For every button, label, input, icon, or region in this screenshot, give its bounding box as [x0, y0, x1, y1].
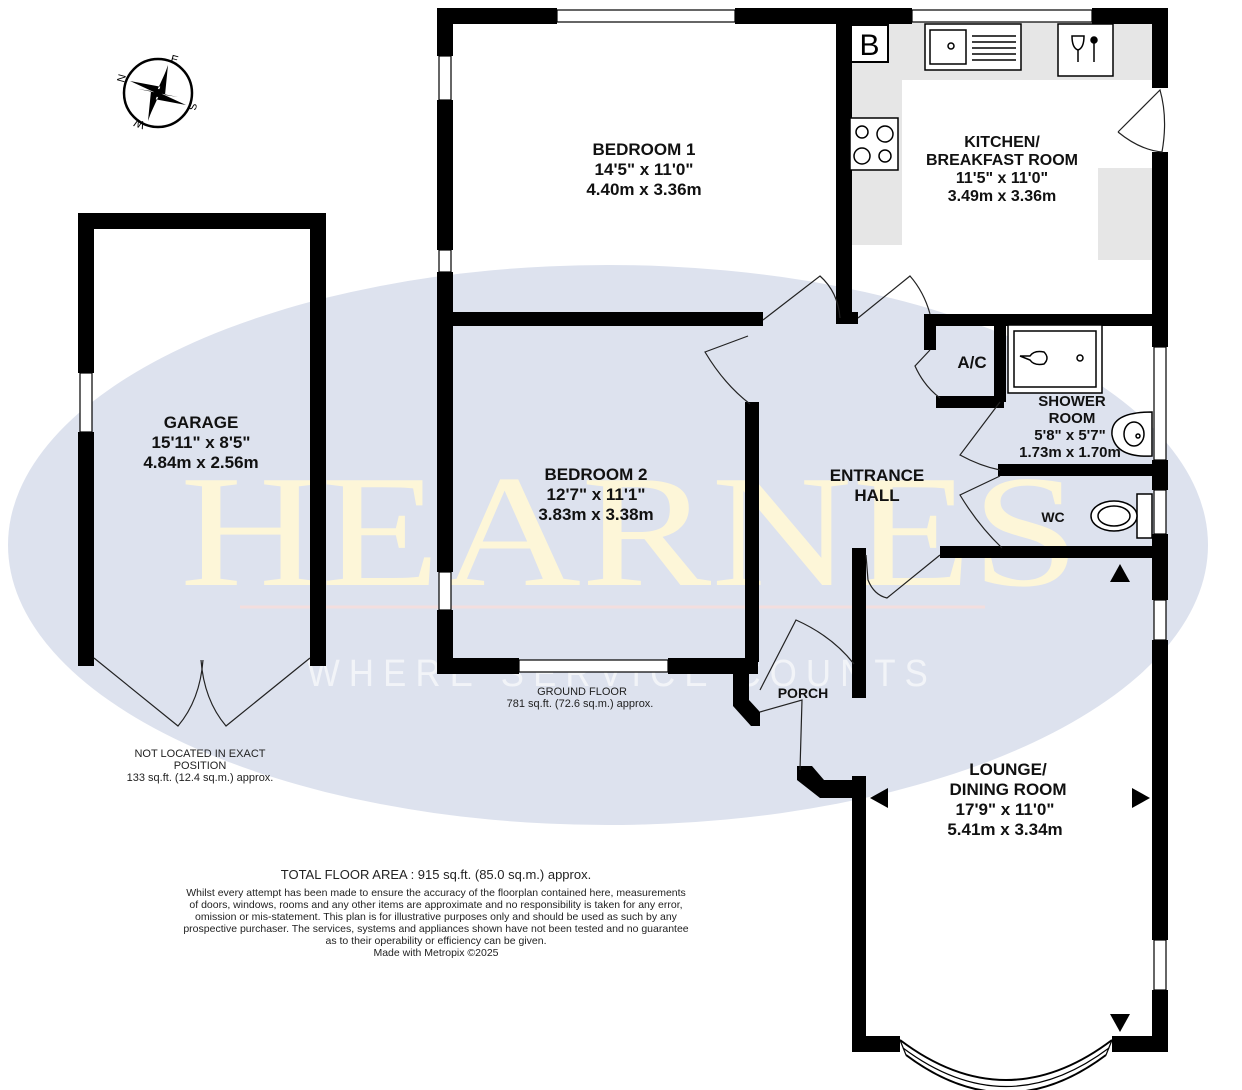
arrow-up-icon: [1110, 564, 1130, 582]
garage-note-line2: POSITION: [174, 760, 227, 772]
basin-icon: [1111, 411, 1153, 457]
room-name: BEDROOM 1: [593, 140, 696, 159]
shower-tray-icon: [1007, 324, 1103, 394]
arrow-right-icon: [1132, 788, 1150, 808]
room-size-imperial: 15'11" x 8'5": [152, 433, 251, 452]
room-name: A/C: [957, 353, 986, 372]
walls: [78, 8, 1168, 1052]
sink-icon: [924, 23, 1022, 71]
arrow-down-icon: [1110, 1014, 1130, 1032]
room-name: WC: [1041, 509, 1064, 525]
boiler-label: B: [859, 29, 879, 62]
room-shower: SHOWER ROOM 5'8" x 5'7" 1.73m x 1.70m: [1019, 393, 1121, 461]
disclaimer-line: prospective purchaser. The services, sys…: [183, 923, 688, 935]
dishwasher-icon: [1057, 23, 1114, 77]
room-ac: A/C: [957, 353, 986, 372]
watermark: HEARNES WHERE SERVICE COUNTS: [8, 265, 1208, 825]
room-wc: WC: [1041, 509, 1064, 525]
compass-s: S: [185, 101, 198, 111]
room-name: ROOM: [1049, 410, 1096, 427]
direction-arrows: [870, 564, 1150, 1032]
arrow-left-icon: [870, 788, 888, 808]
room-size-metric: 1.73m x 1.70m: [1019, 444, 1121, 461]
room-name: LOUNGE/: [969, 760, 1047, 779]
room-name: ENTRANCE: [830, 466, 924, 485]
room-size-imperial: 14'5" x 11'0": [595, 160, 694, 179]
compass-e: E: [169, 53, 179, 66]
door-swings: [93, 88, 1166, 771]
room-name: BEDROOM 2: [545, 465, 648, 484]
room-garage: GARAGE 15'11" x 8'5" 4.84m x 2.56m: [143, 413, 258, 472]
room-bedroom-1: BEDROOM 1 14'5" x 11'0" 4.40m x 3.36m: [586, 140, 701, 199]
room-name: PORCH: [778, 685, 829, 701]
room-size-metric: 4.84m x 2.56m: [143, 453, 258, 472]
room-name: GARAGE: [164, 413, 239, 432]
compass-n: N: [115, 73, 129, 84]
garage-note: NOT LOCATED IN EXACT POSITION 133 sq.ft.…: [127, 748, 274, 784]
disclaimer-line: omission or mis-statement. This plan is …: [195, 911, 678, 923]
room-size-metric: 3.49m x 3.36m: [948, 188, 1057, 205]
disclaimer-line: of doors, windows, rooms and any other i…: [189, 899, 682, 911]
room-name: KITCHEN/: [964, 134, 1040, 151]
room-size-imperial: 11'5" x 11'0": [956, 170, 1048, 187]
ground-floor-note: GROUND FLOOR 781 sq.ft. (72.6 sq.m.) app…: [507, 686, 654, 710]
watermark-oval: [8, 265, 1208, 825]
watermark-brand: HEARNES: [180, 442, 1080, 620]
room-size-metric: 4.40m x 3.36m: [586, 180, 701, 199]
disclaimer-line: Whilst every attempt has been made to en…: [186, 887, 686, 899]
room-bedroom-2: BEDROOM 2 12'7" x 11'1" 3.83m x 3.38m: [538, 465, 653, 524]
footer-notes: TOTAL FLOOR AREA : 915 sq.ft. (85.0 sq.m…: [183, 867, 688, 959]
room-name: HALL: [854, 486, 899, 505]
ground-floor-title: GROUND FLOOR: [537, 686, 627, 698]
room-name: DINING ROOM: [949, 780, 1066, 799]
boiler: B: [850, 24, 889, 63]
windows: [79, 9, 1167, 1090]
ground-floor-area: 781 sq.ft. (72.6 sq.m.) approx.: [507, 698, 654, 710]
room-name: BREAKFAST ROOM: [926, 152, 1078, 169]
room-entrance-hall: ENTRANCE HALL: [830, 466, 924, 505]
room-lounge: LOUNGE/ DINING ROOM 17'9" x 11'0" 5.41m …: [947, 760, 1066, 839]
garage-note-area: 133 sq.ft. (12.4 sq.m.) approx.: [127, 772, 274, 784]
room-size-metric: 5.41m x 3.34m: [947, 820, 1062, 839]
compass-icon: N E S W: [115, 53, 198, 130]
room-porch: PORCH: [778, 685, 829, 701]
room-size-metric: 3.83m x 3.38m: [538, 505, 653, 524]
room-name: SHOWER: [1038, 393, 1106, 410]
garage-note-line1: NOT LOCATED IN EXACT: [134, 748, 265, 760]
disclaimer-line: as to their operability or efficiency ca…: [325, 935, 546, 947]
compass-w: W: [132, 116, 146, 131]
room-size-imperial: 12'7" x 11'1": [547, 485, 646, 504]
room-size-imperial: 5'8" x 5'7": [1034, 427, 1105, 444]
hob-icon: [849, 117, 899, 171]
total-floor-area: TOTAL FLOOR AREA : 915 sq.ft. (85.0 sq.m…: [281, 867, 591, 882]
toilet-icon: [1090, 493, 1153, 539]
room-size-imperial: 17'9" x 11'0": [956, 800, 1055, 819]
room-kitchen: KITCHEN/ BREAKFAST ROOM 11'5" x 11'0" 3.…: [926, 134, 1078, 205]
metropix-credit: Made with Metropix ©2025: [373, 947, 498, 959]
